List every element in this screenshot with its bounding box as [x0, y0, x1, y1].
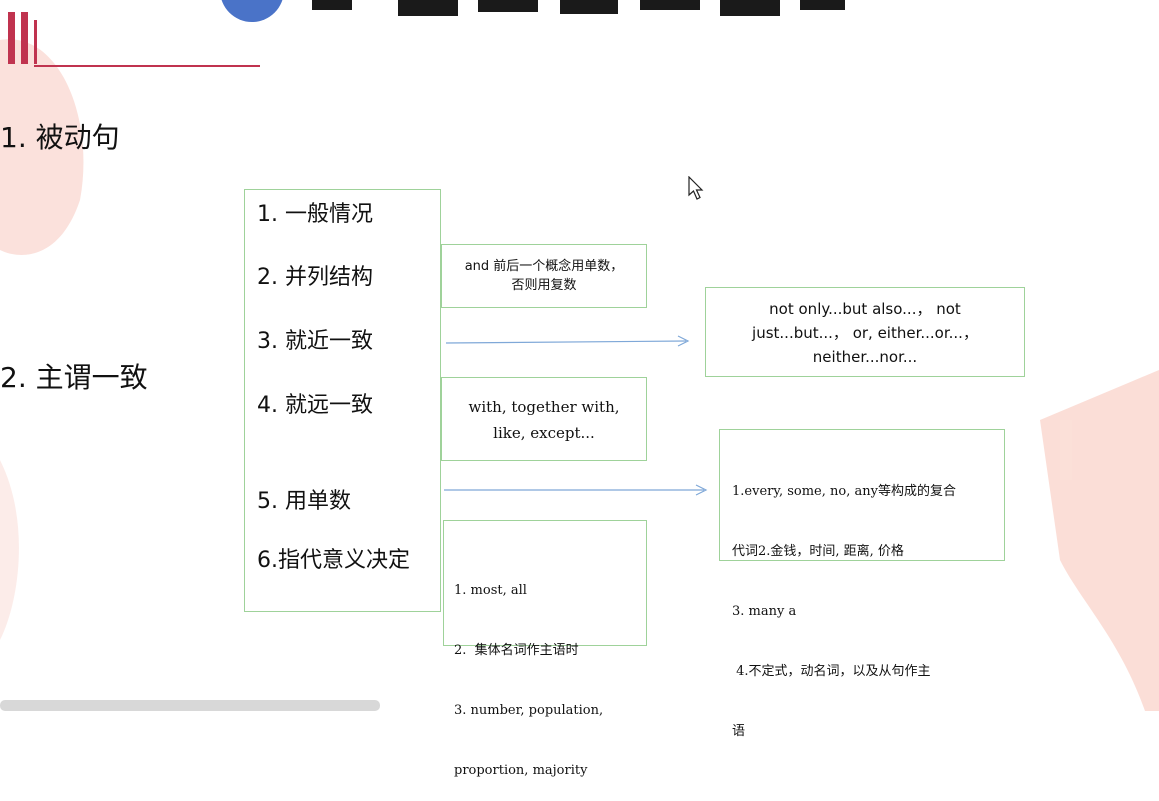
note-proximity-line: neither...nor... [812, 348, 918, 366]
mouse-cursor-icon [688, 176, 704, 200]
category-meaning: 6.指代意义决定 [257, 548, 410, 573]
note-proximity-line: not only...but also...， not [769, 300, 961, 318]
note-meaning-line: 2. 集体名词作主语时 [454, 643, 579, 658]
section-marker [8, 12, 268, 68]
note-singular-line: 语 [732, 724, 746, 739]
arrow-singular [444, 484, 708, 496]
section-heading-agreement: 2. 主谓一致 [0, 361, 148, 394]
note-distance-line: like, except... [493, 424, 595, 442]
category-parallel: 2. 并列结构 [257, 265, 373, 290]
section-heading-passive: 1. 被动句 [0, 121, 120, 154]
note-singular-line: 3. many a [732, 604, 797, 619]
note-singular: 1.every, some, no, any等构成的复合 代词2.金钱，时间, … [719, 429, 1005, 739]
category-singular: 5. 用单数 [257, 489, 351, 514]
category-distance: 4. 就远一致 [257, 393, 373, 418]
note-parallel-line: and 前后一个概念用单数， [464, 259, 624, 274]
note-meaning-line: proportion, majority [454, 763, 588, 778]
note-singular-line: 代词2.金钱，时间, 距离, 价格 [732, 544, 904, 559]
note-distance: with, together with, like, except... [441, 377, 647, 461]
category-proximity: 3. 就近一致 [257, 329, 373, 354]
note-singular-line: 1.every, some, no, any等构成的复合 [732, 484, 956, 499]
note-proximity: not only...but also...， not just...but..… [705, 287, 1025, 377]
note-meaning: 1. most, all 2. 集体名词作主语时 3. number, popu… [443, 520, 647, 778]
category-list: 1. 一般情况 2. 并列结构 3. 就近一致 4. 就远一致 5. 用单数 6… [244, 189, 441, 612]
category-general: 1. 一般情况 [257, 202, 373, 227]
note-meaning-line: 1. most, all [454, 583, 527, 598]
note-meaning-line: 3. number, population, [454, 703, 604, 718]
note-proximity-line: just...but...， or, either...or...， [752, 324, 978, 342]
note-parallel-line: 否则用复数 [511, 278, 577, 293]
note-parallel: and 前后一个概念用单数， 否则用复数 [441, 244, 647, 308]
note-distance-line: with, together with, [468, 398, 620, 416]
note-singular-line: 4.不定式，动名词，以及从句作主 [732, 664, 931, 679]
arrow-proximity [446, 335, 690, 347]
